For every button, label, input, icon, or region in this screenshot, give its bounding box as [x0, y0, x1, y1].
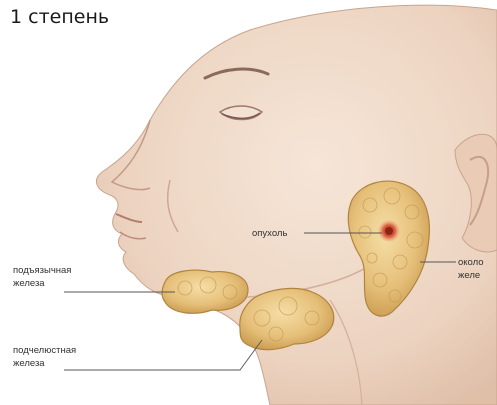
- tumor-label-text: опухоль: [252, 228, 287, 239]
- parotid-label-line2: желе: [458, 269, 497, 282]
- sublingual-label-line1: подъязычная: [13, 264, 71, 277]
- sublingual-gland-label: подъязычная железа: [13, 264, 71, 290]
- parotid-label-line1: около: [458, 256, 497, 269]
- page-title: 1 степень: [10, 6, 109, 28]
- submandibular-gland-label: подчелюстная железа: [13, 344, 76, 370]
- parotid-gland-label: около желе: [458, 256, 497, 282]
- submandibular-label-line2: железа: [13, 357, 76, 370]
- submandibular-label-line1: подчелюстная: [13, 344, 76, 357]
- submandibular-leader: [64, 340, 262, 370]
- sublingual-label-line2: железа: [13, 277, 71, 290]
- head-silhouette: [96, 5, 497, 405]
- tumor-label: опухоль: [252, 227, 287, 240]
